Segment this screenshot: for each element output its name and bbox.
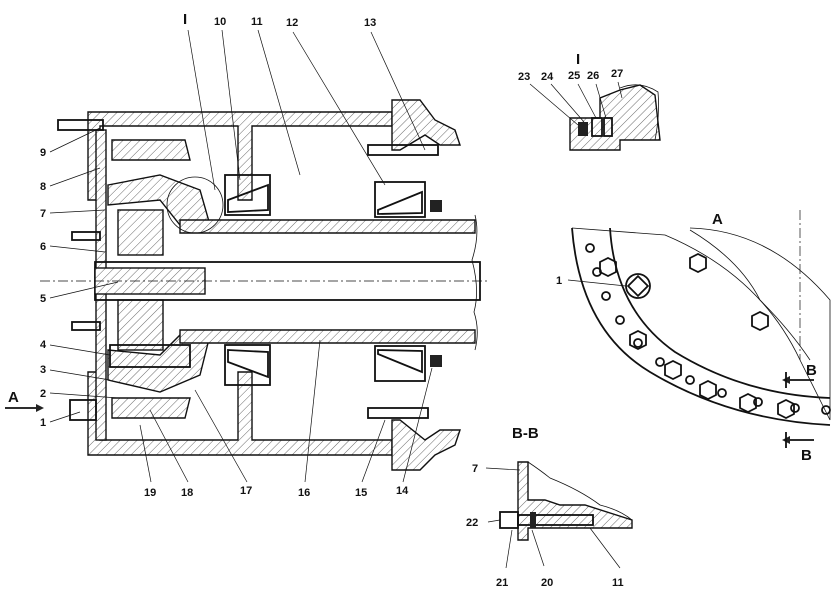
detail-label-25: 25 — [568, 70, 580, 82]
hub-bottom — [179, 329, 476, 344]
view-A-label-1: 1 — [556, 275, 562, 287]
break-line — [471, 214, 478, 351]
main-section-view: 9 8 7 6 5 4 3 2 1 I 10 11 12 13 19 18 17… — [5, 11, 490, 499]
label-10: 10 — [214, 16, 226, 28]
view-A-bolt-circle — [609, 227, 831, 399]
label-7: 7 — [40, 208, 46, 220]
section-BB-label-22: 22 — [466, 517, 478, 529]
section-BB-label-7: 7 — [472, 463, 478, 475]
label-3: 3 — [40, 364, 46, 376]
carrier-bottom — [107, 334, 211, 393]
bearing-outer-top — [374, 181, 426, 218]
view-A-section-B-bottom: B — [801, 447, 812, 464]
view-A-plug — [625, 273, 651, 299]
detail-I-ring-24 — [578, 122, 588, 136]
label-14: 14 — [396, 485, 409, 497]
seal-top — [430, 200, 442, 212]
detail-I-circle — [166, 176, 224, 234]
section-B-B: B-B 7 22 21 20 11 — [466, 425, 633, 589]
view-A-flange-inner — [571, 227, 831, 421]
view-A: A 1 B B — [556, 210, 831, 464]
label-5: 5 — [40, 293, 46, 305]
label-6: 6 — [40, 241, 46, 253]
detail-I-part-25 — [591, 117, 603, 137]
view-A-bolt-holes — [585, 243, 831, 415]
label-11: 11 — [251, 16, 263, 28]
detail-I-title: I — [576, 51, 580, 68]
view-A-flange-outer — [571, 227, 831, 426]
section-BB-washer — [530, 512, 536, 528]
view-arrow-head — [36, 404, 44, 412]
bolt-15 — [367, 407, 429, 419]
label-9: 9 — [40, 147, 46, 159]
hub-top — [179, 219, 476, 234]
label-18: 18 — [181, 487, 193, 499]
view-A-hex-bolts — [599, 252, 795, 420]
view-A-section-B-top: B — [806, 362, 817, 379]
view-A-title: A — [712, 211, 723, 228]
label-16: 16 — [298, 487, 310, 499]
label-2: 2 — [40, 388, 46, 400]
view-A-break — [689, 229, 811, 361]
ring-gear-bottom — [111, 397, 191, 419]
label-1: 1 — [40, 417, 46, 429]
section-BB-bolt-head — [499, 511, 519, 529]
detail-label-26: 26 — [587, 70, 599, 82]
leaders-bottom — [139, 339, 433, 483]
section-BB-label-21: 21 — [496, 577, 508, 589]
label-13: 13 — [364, 17, 376, 29]
section-BB-title: B-B — [512, 425, 539, 442]
gear-lower — [117, 299, 164, 351]
section-BB-break — [527, 461, 633, 521]
detail-I-view: I 23 24 25 26 27 — [518, 51, 661, 151]
bolt-9 — [57, 119, 104, 131]
label-12: 12 — [286, 17, 298, 29]
label-view-A-arrow: A — [8, 389, 19, 406]
section-BB-label-11: 11 — [612, 577, 624, 589]
leaders-left — [49, 127, 119, 423]
bolt-6 — [71, 231, 101, 241]
bolt-1 — [69, 399, 97, 421]
label-15: 15 — [355, 487, 367, 499]
label-I: I — [183, 11, 187, 28]
label-19: 19 — [144, 487, 156, 499]
bolt-13 — [367, 144, 439, 156]
bolt-4 — [71, 321, 101, 331]
label-8: 8 — [40, 181, 46, 193]
detail-I-part-26 — [603, 117, 613, 137]
leaders-top — [187, 29, 426, 191]
section-BB-label-20: 20 — [541, 577, 553, 589]
section-BB-bolt-shank — [517, 514, 594, 526]
section-BB-body — [517, 461, 633, 541]
label-17: 17 — [240, 485, 252, 497]
planet-pin — [109, 344, 191, 368]
label-4: 4 — [40, 339, 47, 351]
detail-label-27: 27 — [611, 68, 623, 80]
bearing-outer-bottom — [374, 345, 426, 382]
gear-upper — [117, 209, 164, 256]
seal-bottom — [430, 355, 442, 367]
view-A-plug-square — [626, 274, 650, 298]
hub-flange-bottom — [391, 419, 461, 471]
detail-label-24: 24 — [541, 71, 554, 83]
bearing-inner-top — [224, 174, 271, 216]
ring-gear-top — [111, 139, 191, 161]
hub-flange — [391, 99, 461, 151]
detail-label-23: 23 — [518, 71, 530, 83]
bearing-inner-bottom — [224, 344, 271, 386]
detail-I-break — [619, 84, 659, 141]
